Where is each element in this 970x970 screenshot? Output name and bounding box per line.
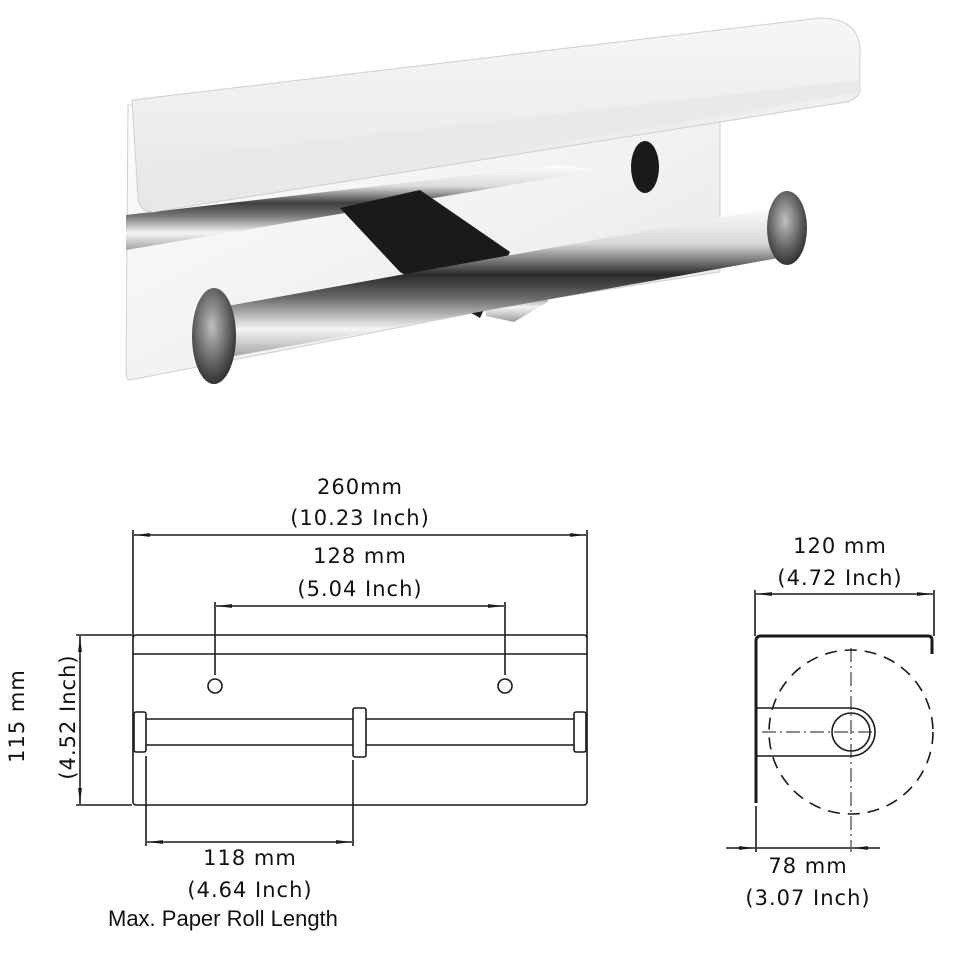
roll-length-mm-label: 118 mm <box>203 846 297 870</box>
height-inch-label: (4.52 Inch) <box>56 654 80 780</box>
rod-cap-left <box>133 711 147 753</box>
mount-hole-left <box>207 678 223 694</box>
side-view <box>726 590 935 852</box>
rod-bracket-center <box>352 707 367 758</box>
hole-spacing-mm-label: 128 mm <box>313 544 407 568</box>
roll-length-inch-label: (4.64 Inch) <box>187 878 313 902</box>
width-mm-label: 260mm <box>317 475 403 499</box>
rod-offset-inch-label: (3.07 Inch) <box>745 886 871 910</box>
holder-illustration <box>125 17 861 384</box>
product-photo <box>125 17 861 384</box>
hole-spacing-inch-label: (5.04 Inch) <box>297 577 423 601</box>
depth-inch-label: (4.72 Inch) <box>777 566 903 590</box>
front-outline <box>132 634 588 806</box>
rod-cap-right <box>573 711 587 753</box>
width-inch-label: (10.23 Inch) <box>290 506 430 530</box>
front-view <box>76 530 588 846</box>
roll-length-caption: Max. Paper Roll Length <box>108 906 338 931</box>
height-mm-label: 115 mm <box>4 669 29 763</box>
rod-offset-mm-label: 78 mm <box>768 854 848 878</box>
mount-hole-right <box>497 678 513 694</box>
depth-mm-label: 120 mm <box>793 534 887 558</box>
